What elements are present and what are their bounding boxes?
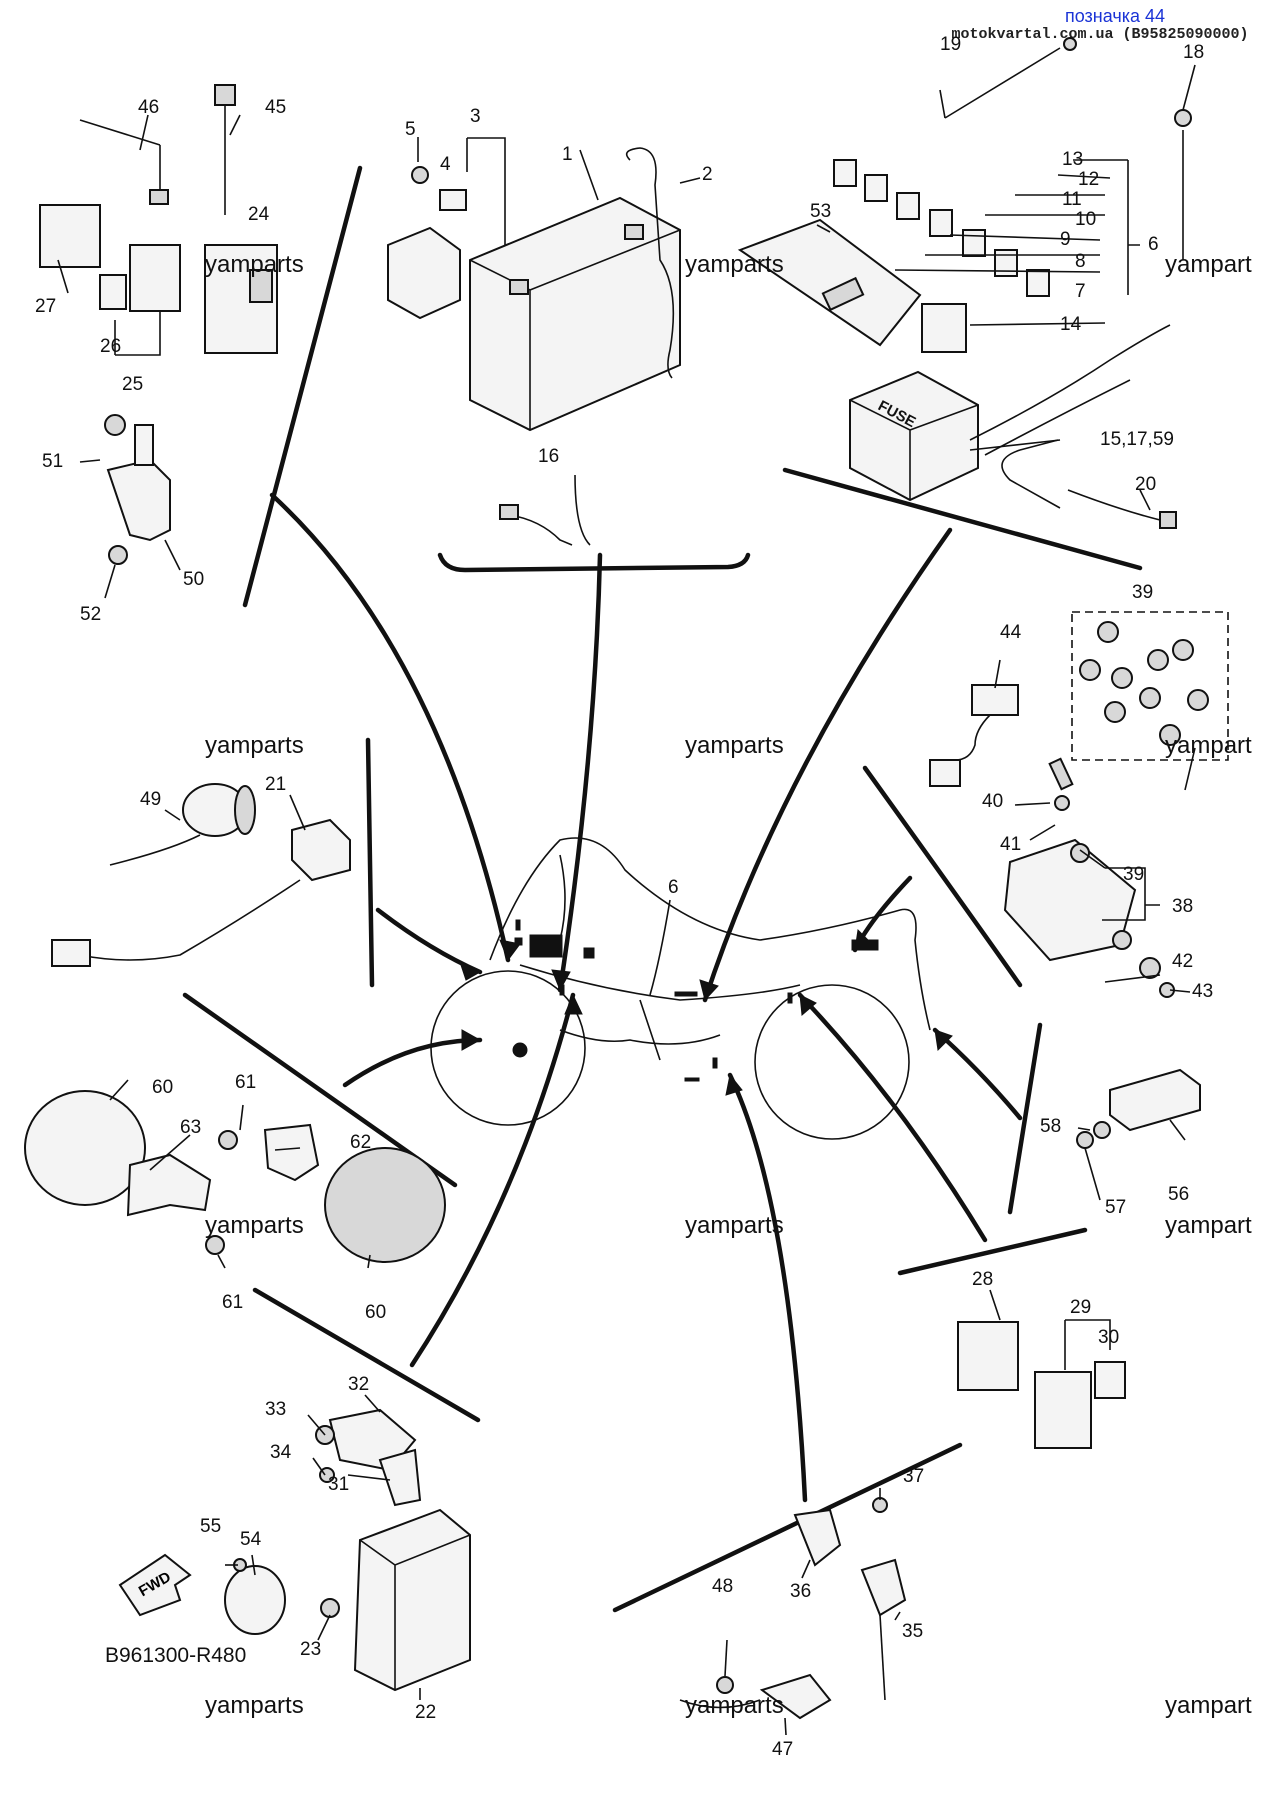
callout-1: 1 xyxy=(562,144,573,165)
callout-leaders xyxy=(57,64,1196,1736)
callout-39a: 39 xyxy=(1132,582,1153,603)
callout-43: 43 xyxy=(1192,981,1213,1002)
watermark: yamparts xyxy=(205,732,304,759)
watermark: yamparts xyxy=(205,1212,304,1239)
callout-16: 16 xyxy=(538,446,559,467)
callout-33: 33 xyxy=(265,1399,286,1420)
callout-31: 31 xyxy=(328,1474,349,1495)
watermark: yamparts xyxy=(685,251,784,278)
callout-4: 4 xyxy=(440,154,451,175)
callout-39b: 39 xyxy=(1123,864,1144,885)
watermark: yamparts xyxy=(205,1692,304,1719)
callout-3: 3 xyxy=(470,106,481,127)
callout-11: 11 xyxy=(1062,189,1082,210)
callout-38: 38 xyxy=(1172,896,1193,917)
callout-46: 46 xyxy=(138,97,159,118)
callout-15-17-59: 15,17,59 xyxy=(1100,429,1174,450)
callout-62: 62 xyxy=(350,1132,371,1153)
callout-51: 51 xyxy=(42,451,63,472)
watermark: yampart xyxy=(1165,1692,1252,1719)
callout-24: 24 xyxy=(248,204,270,225)
callout-25: 25 xyxy=(122,374,143,395)
callout-54: 54 xyxy=(240,1529,262,1550)
callout-8: 8 xyxy=(1075,251,1086,272)
callout-numbers: 1 2 3 4 5 6 6 7 8 9 10 11 12 13 14 15,17… xyxy=(35,34,1213,1760)
callout-10: 10 xyxy=(1075,209,1096,230)
callout-57: 57 xyxy=(1105,1197,1126,1218)
callout-42: 42 xyxy=(1172,951,1193,972)
callout-48: 48 xyxy=(712,1576,733,1597)
callout-26: 26 xyxy=(100,336,121,357)
callout-60a: 60 xyxy=(152,1077,173,1098)
callout-13: 13 xyxy=(1062,149,1083,170)
component-sketches: FWD xyxy=(24,37,1229,1720)
callout-58: 58 xyxy=(1040,1116,1061,1137)
callout-60b: 60 xyxy=(365,1302,386,1323)
watermark: yamparts xyxy=(685,732,784,759)
callout-49: 49 xyxy=(140,789,161,810)
callout-28: 28 xyxy=(972,1269,993,1290)
callout-22: 22 xyxy=(415,1702,436,1723)
callout-61a: 61 xyxy=(235,1072,256,1093)
callout-40: 40 xyxy=(982,791,1003,812)
callout-27: 27 xyxy=(35,296,56,317)
diagram-header-title: позначка 44 xyxy=(1064,6,1166,26)
fwd-arrow-icon xyxy=(118,1553,192,1617)
callout-36: 36 xyxy=(790,1581,811,1602)
callout-6a: 6 xyxy=(1148,234,1159,255)
watermark: yamparts xyxy=(685,1212,784,1239)
callout-5: 5 xyxy=(405,119,416,140)
callout-9: 9 xyxy=(1060,229,1071,250)
leader-curves xyxy=(269,492,1023,1503)
callout-41: 41 xyxy=(1000,834,1021,855)
callout-63: 63 xyxy=(180,1117,201,1138)
callout-19: 19 xyxy=(940,34,961,55)
callout-12: 12 xyxy=(1078,169,1099,190)
watermark: yamparts xyxy=(685,1692,784,1719)
callout-7: 7 xyxy=(1075,281,1086,302)
callout-50: 50 xyxy=(183,569,204,590)
callout-55: 55 xyxy=(200,1516,221,1537)
callout-37: 37 xyxy=(903,1466,924,1487)
callout-45: 45 xyxy=(265,97,286,118)
watermarks: yamparts yamparts yampart yamparts yampa… xyxy=(205,251,1252,1719)
callout-44: 44 xyxy=(1000,622,1022,643)
callout-32: 32 xyxy=(348,1374,369,1395)
callout-18: 18 xyxy=(1183,42,1204,63)
callout-29: 29 xyxy=(1070,1297,1091,1318)
diagram-source-text: motokvartal.com.ua (B95825090000) xyxy=(951,26,1249,43)
region-boundaries xyxy=(182,165,1143,1613)
callout-21: 21 xyxy=(265,774,286,795)
callout-6b: 6 xyxy=(668,877,679,898)
watermark: yampart xyxy=(1165,1212,1252,1239)
callout-53: 53 xyxy=(810,201,831,222)
callout-23: 23 xyxy=(300,1639,321,1660)
motorcycle-outline xyxy=(430,837,931,1140)
diagram-reference-code: B961300-R480 xyxy=(105,1644,247,1667)
watermark: yampart xyxy=(1165,732,1252,759)
callout-56: 56 xyxy=(1168,1184,1189,1205)
callout-52: 52 xyxy=(80,604,101,625)
callout-47: 47 xyxy=(772,1739,793,1760)
watermark: yamparts xyxy=(205,251,304,278)
callout-61b: 61 xyxy=(222,1292,243,1313)
callout-35: 35 xyxy=(902,1621,923,1642)
callout-20: 20 xyxy=(1135,474,1156,495)
callout-34: 34 xyxy=(270,1442,292,1463)
callout-30: 30 xyxy=(1098,1327,1119,1348)
callout-14: 14 xyxy=(1060,314,1082,335)
callout-2: 2 xyxy=(702,164,713,185)
watermark: yampart xyxy=(1165,251,1252,278)
